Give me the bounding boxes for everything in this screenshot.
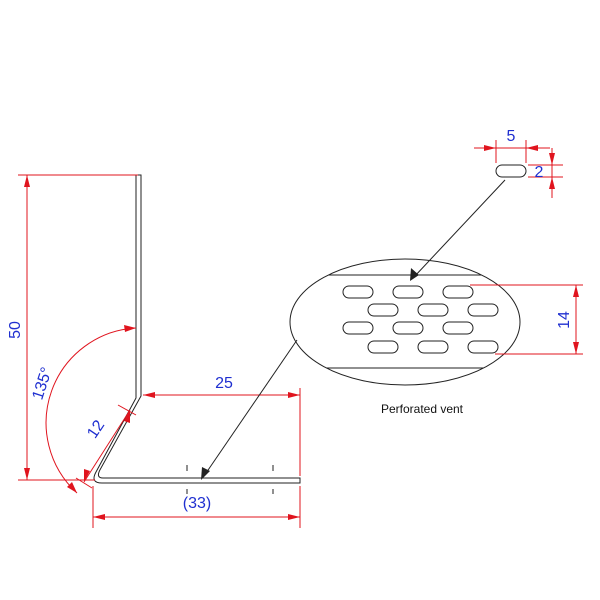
arrowhead: [24, 468, 30, 480]
arrowhead: [484, 145, 496, 151]
vent-label: Perforated vent: [381, 402, 464, 416]
height-value: 50: [7, 321, 24, 339]
angle-value: 135°: [30, 365, 56, 402]
slot: [367, 303, 399, 317]
arrowhead: [143, 392, 155, 398]
arrowhead: [124, 325, 136, 332]
arrowhead: [573, 285, 579, 297]
slot: [442, 321, 474, 335]
slot: [342, 285, 374, 299]
slot-leader: [413, 179, 506, 278]
detail-ellipse: [289, 258, 521, 386]
extension-line: [75, 477, 93, 489]
arrowhead: [124, 410, 130, 423]
slot: [342, 321, 374, 335]
horizontal-leg-value: 25: [215, 375, 233, 392]
total-length-dimension: (33): [92, 486, 301, 528]
vent-band-value: 14: [556, 311, 573, 329]
slot-length-value: 5: [507, 128, 516, 145]
detail-slot: [495, 164, 527, 178]
arrowhead: [526, 145, 538, 151]
arrowhead: [573, 342, 579, 354]
slot: [417, 340, 449, 354]
arrowhead: [93, 514, 105, 520]
arrowhead: [24, 175, 30, 187]
leader-arrowhead: [201, 467, 210, 480]
angle-dimension: 135°: [30, 325, 137, 494]
height-dimension: 50: [7, 174, 138, 481]
arrowhead: [549, 153, 555, 165]
vent-detail: Perforated vent: [289, 258, 521, 416]
angled-leg-value: 12: [84, 417, 108, 441]
total-length-value: (33): [183, 495, 211, 512]
slot: [417, 303, 449, 317]
arrowhead: [84, 469, 90, 482]
slot-width-value: 2: [535, 164, 544, 181]
part-profile: [93, 174, 301, 494]
sheet-outline: [93, 174, 301, 484]
slot: [392, 285, 424, 299]
angled-leg-dimension: 12: [75, 404, 137, 489]
slot: [467, 303, 499, 317]
slot-detail: 5 2: [474, 128, 563, 198]
slot: [367, 340, 399, 354]
horizontal-leg-dimension: 25: [143, 375, 301, 476]
arrowhead: [288, 514, 300, 520]
arrowhead: [67, 482, 77, 493]
extension-line: [117, 404, 137, 416]
vent-band-dimension: 14: [470, 284, 583, 355]
leader-arrowhead: [410, 268, 419, 281]
angle-arc: [45, 327, 137, 494]
dimension-line: [83, 409, 131, 483]
leader-lines: [201, 179, 506, 480]
arrowhead: [549, 177, 555, 189]
slot: [442, 285, 474, 299]
slot: [392, 321, 424, 335]
section-leader: [203, 339, 298, 477]
slot: [467, 340, 499, 354]
arrowhead: [288, 392, 300, 398]
vent-slots: [342, 285, 499, 354]
